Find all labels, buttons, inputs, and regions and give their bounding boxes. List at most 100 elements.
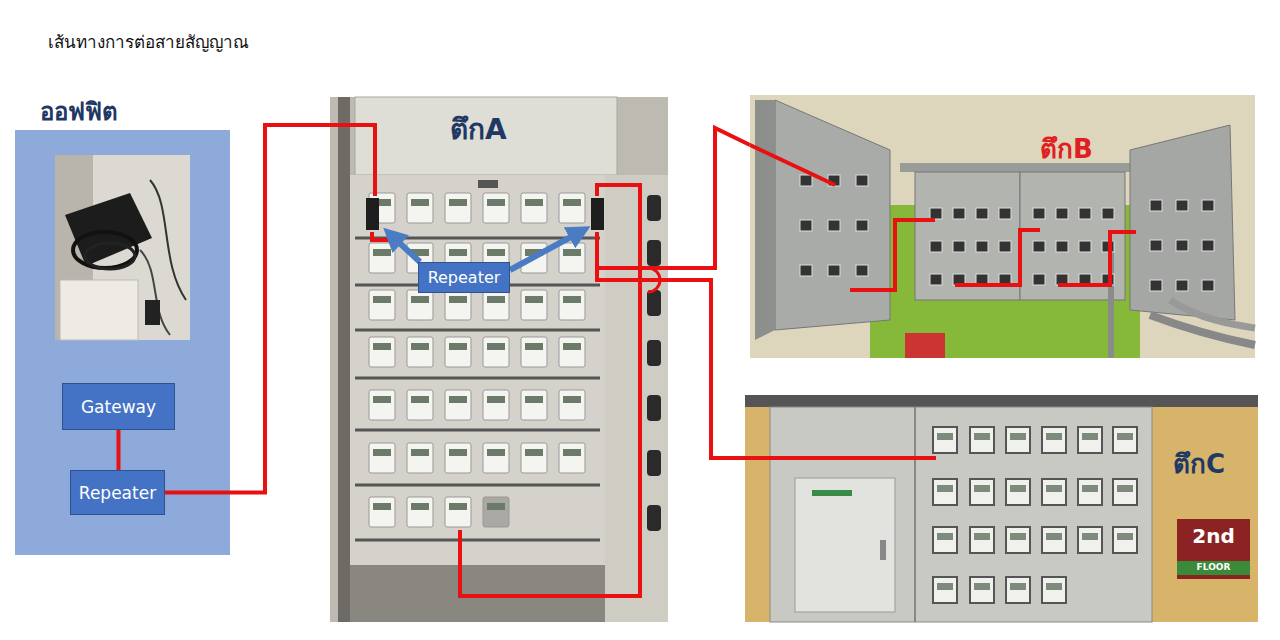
meter-body [933,427,957,453]
signal-wire [745,456,936,460]
meter-body [407,193,433,223]
meter-hole [1176,280,1188,291]
meter-body [483,337,509,367]
signal-cable [117,430,121,470]
meter-body [1042,479,1066,505]
meter-display [449,199,467,206]
meter-display [1010,583,1026,590]
meter-body [1113,427,1137,453]
electric-meter [559,443,585,473]
meter-body [407,497,433,527]
meter-body [1042,577,1066,603]
meter-body [1113,479,1137,505]
meter-hole [828,220,840,231]
electric-meter [933,527,957,553]
electric-meter [933,577,957,603]
electric-meter [1006,527,1030,553]
electric-meter [970,479,994,505]
signal-wire [597,232,668,268]
electric-meter [970,427,994,453]
door-hole [647,340,661,366]
electric-meter [483,497,509,527]
electric-meter [1078,527,1102,553]
electric-meter [970,577,994,603]
meter-grid [369,193,585,527]
page-title: เส้นทางการต่อสายสัญญาณ [48,28,249,55]
din-rails [355,238,600,540]
meter-body [559,193,585,223]
meter-body [1078,527,1102,553]
meter-body [933,527,957,553]
meter-body [445,443,471,473]
meter-display [525,296,543,303]
meter-display [563,199,581,206]
meter-box [915,172,1020,300]
meter-display [525,199,543,206]
office-photo [55,155,190,340]
meter-display [937,433,953,440]
panel-seam [914,407,916,622]
meter-body [559,290,585,320]
electric-meter [559,290,585,320]
building-panel: ตึกC [745,395,1258,622]
electric-meter [369,243,395,273]
meter-body [521,390,547,420]
meter-body [1006,479,1030,505]
electric-meter [1006,427,1030,453]
meter-hole [976,208,988,219]
meter-display [373,449,391,456]
cabinet-edge [338,97,350,622]
meter-display [449,296,467,303]
meter-display [525,449,543,456]
meter-hole [1056,241,1068,252]
building-a-photo [330,97,668,622]
meter-body [1078,427,1102,453]
meter-display [1046,433,1062,440]
meter-display [1010,533,1026,540]
meter-body [445,337,471,367]
conduit [1170,300,1255,328]
meter-display [373,296,391,303]
office-panel: ออฟฟิตGatewayRepeater [15,88,230,555]
meter-box [1130,125,1235,320]
electric-meter [521,193,547,223]
meter-hole [930,208,942,219]
meter-display [373,343,391,350]
electric-meter [521,337,547,367]
electric-meter [1078,427,1102,453]
electric-meter [970,527,994,553]
meter-body [369,337,395,367]
meter-body [369,443,395,473]
meter-display [974,533,990,540]
cabinet-door [605,175,668,622]
electric-meter [1078,479,1102,505]
box-door [755,100,775,340]
label-wrap: FLOOR [1177,562,1250,573]
meter-hole [1150,240,1162,251]
device-label: Repeater [428,268,501,287]
meter-display [411,396,429,403]
meter-body [1006,527,1030,553]
fire-alarm [905,333,945,358]
meter-display [373,396,391,403]
meter-body [483,443,509,473]
din-rail [355,429,600,432]
electric-meter [1006,479,1030,505]
photo-cable [150,180,186,300]
meter-hole [1033,208,1045,219]
meter-hole [1176,240,1188,251]
meter-display [449,503,467,510]
meter-display [563,396,581,403]
meter-display [563,249,581,256]
photo-plug [145,300,160,325]
meter-hole [1102,208,1114,219]
panel-heading: ตึกC [1173,443,1225,484]
meter-hole [1079,241,1091,252]
electric-meter [407,390,433,420]
meter-body [1078,479,1102,505]
door-holes [647,195,661,531]
meter-hole [999,208,1011,219]
electric-meter [1042,527,1066,553]
meter-hole [930,241,942,252]
electric-meter [407,290,433,320]
